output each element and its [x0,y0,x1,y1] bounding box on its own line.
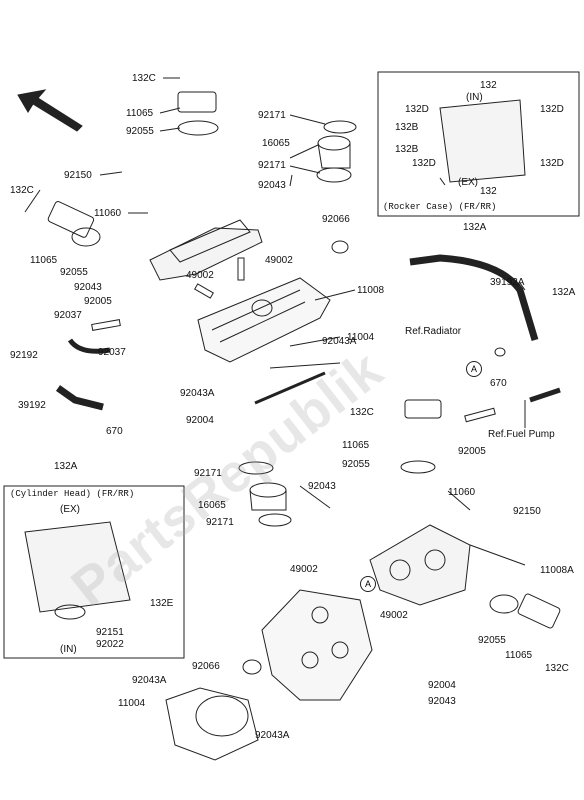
part-label: 11065 [342,440,370,451]
part-label: 92066 [192,661,220,672]
part-label: 16065 [198,500,226,511]
part-label: 92037 [98,347,126,358]
part-label: 49002 [380,610,408,621]
part-label: 92150 [513,506,541,517]
part-label: 132C [545,663,569,674]
part-label: 92192 [10,350,38,361]
part-label: 11008 [357,285,385,296]
part-label: 92043 [74,282,102,293]
cover-11065-top [177,91,217,113]
part-label: 92043 [428,696,456,707]
rocker-bottom-132: 132 [480,186,497,197]
part-label: 92150 [64,170,92,181]
part-label: 670 [490,378,507,389]
part-label: 132A [54,461,78,472]
rocker-132d-2: 132D [540,104,564,115]
part-label: 92037 [54,310,82,321]
rocker-132d-1: 132D [405,104,429,115]
part-label: 49002 [290,564,318,575]
cylinder-head-top [197,277,331,363]
gasket-92055-left [71,227,101,247]
part-label: 132A [463,222,487,233]
rocker-inset-caption: (Rocker Case) (FR/RR) [383,202,497,212]
part-label: 11008A [540,565,574,576]
cylinder-head-lower [261,589,373,701]
part-label: 92043 [308,481,336,492]
part-label: 92043A [255,730,290,741]
head-92151: 92151 [96,627,124,638]
part-label: 39192A [490,277,525,288]
part-label: 92055 [126,126,154,137]
part-label: 11004 [347,332,375,343]
part-label: 92043 [258,180,286,191]
marker-a-2: A [360,576,376,592]
rocker-top-132: 132 [480,80,497,91]
part-label: 92004 [428,680,456,691]
rocker-132d-3: 132D [412,158,436,169]
part-label: 92004 [186,415,214,426]
head-132e: 132E [150,598,174,609]
rocker-132d-4: 132D [540,158,564,169]
direction-arrow [17,89,83,132]
part-label: 92043A [322,336,357,347]
part-label: 92055 [342,459,370,470]
part-label: 92005 [458,446,486,457]
part-label: 11060 [94,208,122,219]
part-label: 92171 [258,160,286,171]
part-label: Ref.Fuel Pump [488,429,555,440]
part-label: 11065 [30,255,58,266]
part-label: 11065 [126,108,154,119]
part-label: 92171 [258,110,286,121]
part-label: 670 [106,426,123,437]
part-label: 92055 [60,267,88,278]
part-label: 49002 [265,255,293,266]
rocker-case-top [149,227,263,281]
part-label: 92005 [84,296,112,307]
part-label: 92043A [132,675,167,686]
marker-a-1: A [466,361,482,377]
rocker-132b-1: 132B [395,122,419,133]
part-label: 92055 [478,635,506,646]
pipe-39192A [409,254,539,342]
part-label: 39192 [18,400,46,411]
part-label: 11004 [118,698,146,709]
part-label: 92066 [322,214,350,225]
rocker-case-lower [369,524,471,606]
part-label: 132C [132,73,156,84]
part-label: 132A [552,287,576,298]
rocker-in-label: (IN) [466,92,483,103]
rocker-inset-frame [377,71,580,217]
head-92022: 92022 [96,639,124,650]
part-label: 49002 [186,270,214,281]
part-label: 132C [10,185,34,196]
head-inset-caption: (Cylinder Head) (FR/RR) [10,489,135,499]
head-ex-label: (EX) [60,504,80,515]
part-label: 11065 [505,650,533,661]
part-label: 92171 [206,517,234,528]
part-label: 92171 [194,468,222,479]
rocker-132b-2: 132B [395,144,419,155]
head-in-label: (IN) [60,644,77,655]
part-label: 16065 [262,138,290,149]
part-label: Ref.Radiator [405,326,462,337]
cover-11065-left [47,201,95,238]
part-label: 11060 [448,487,476,498]
gasket-92055-top [177,120,219,136]
rocker-ex-label: (EX) [458,177,478,188]
part-label: 132C [350,407,374,418]
head-inset-frame [3,485,185,659]
part-label: 92043A [180,388,215,399]
